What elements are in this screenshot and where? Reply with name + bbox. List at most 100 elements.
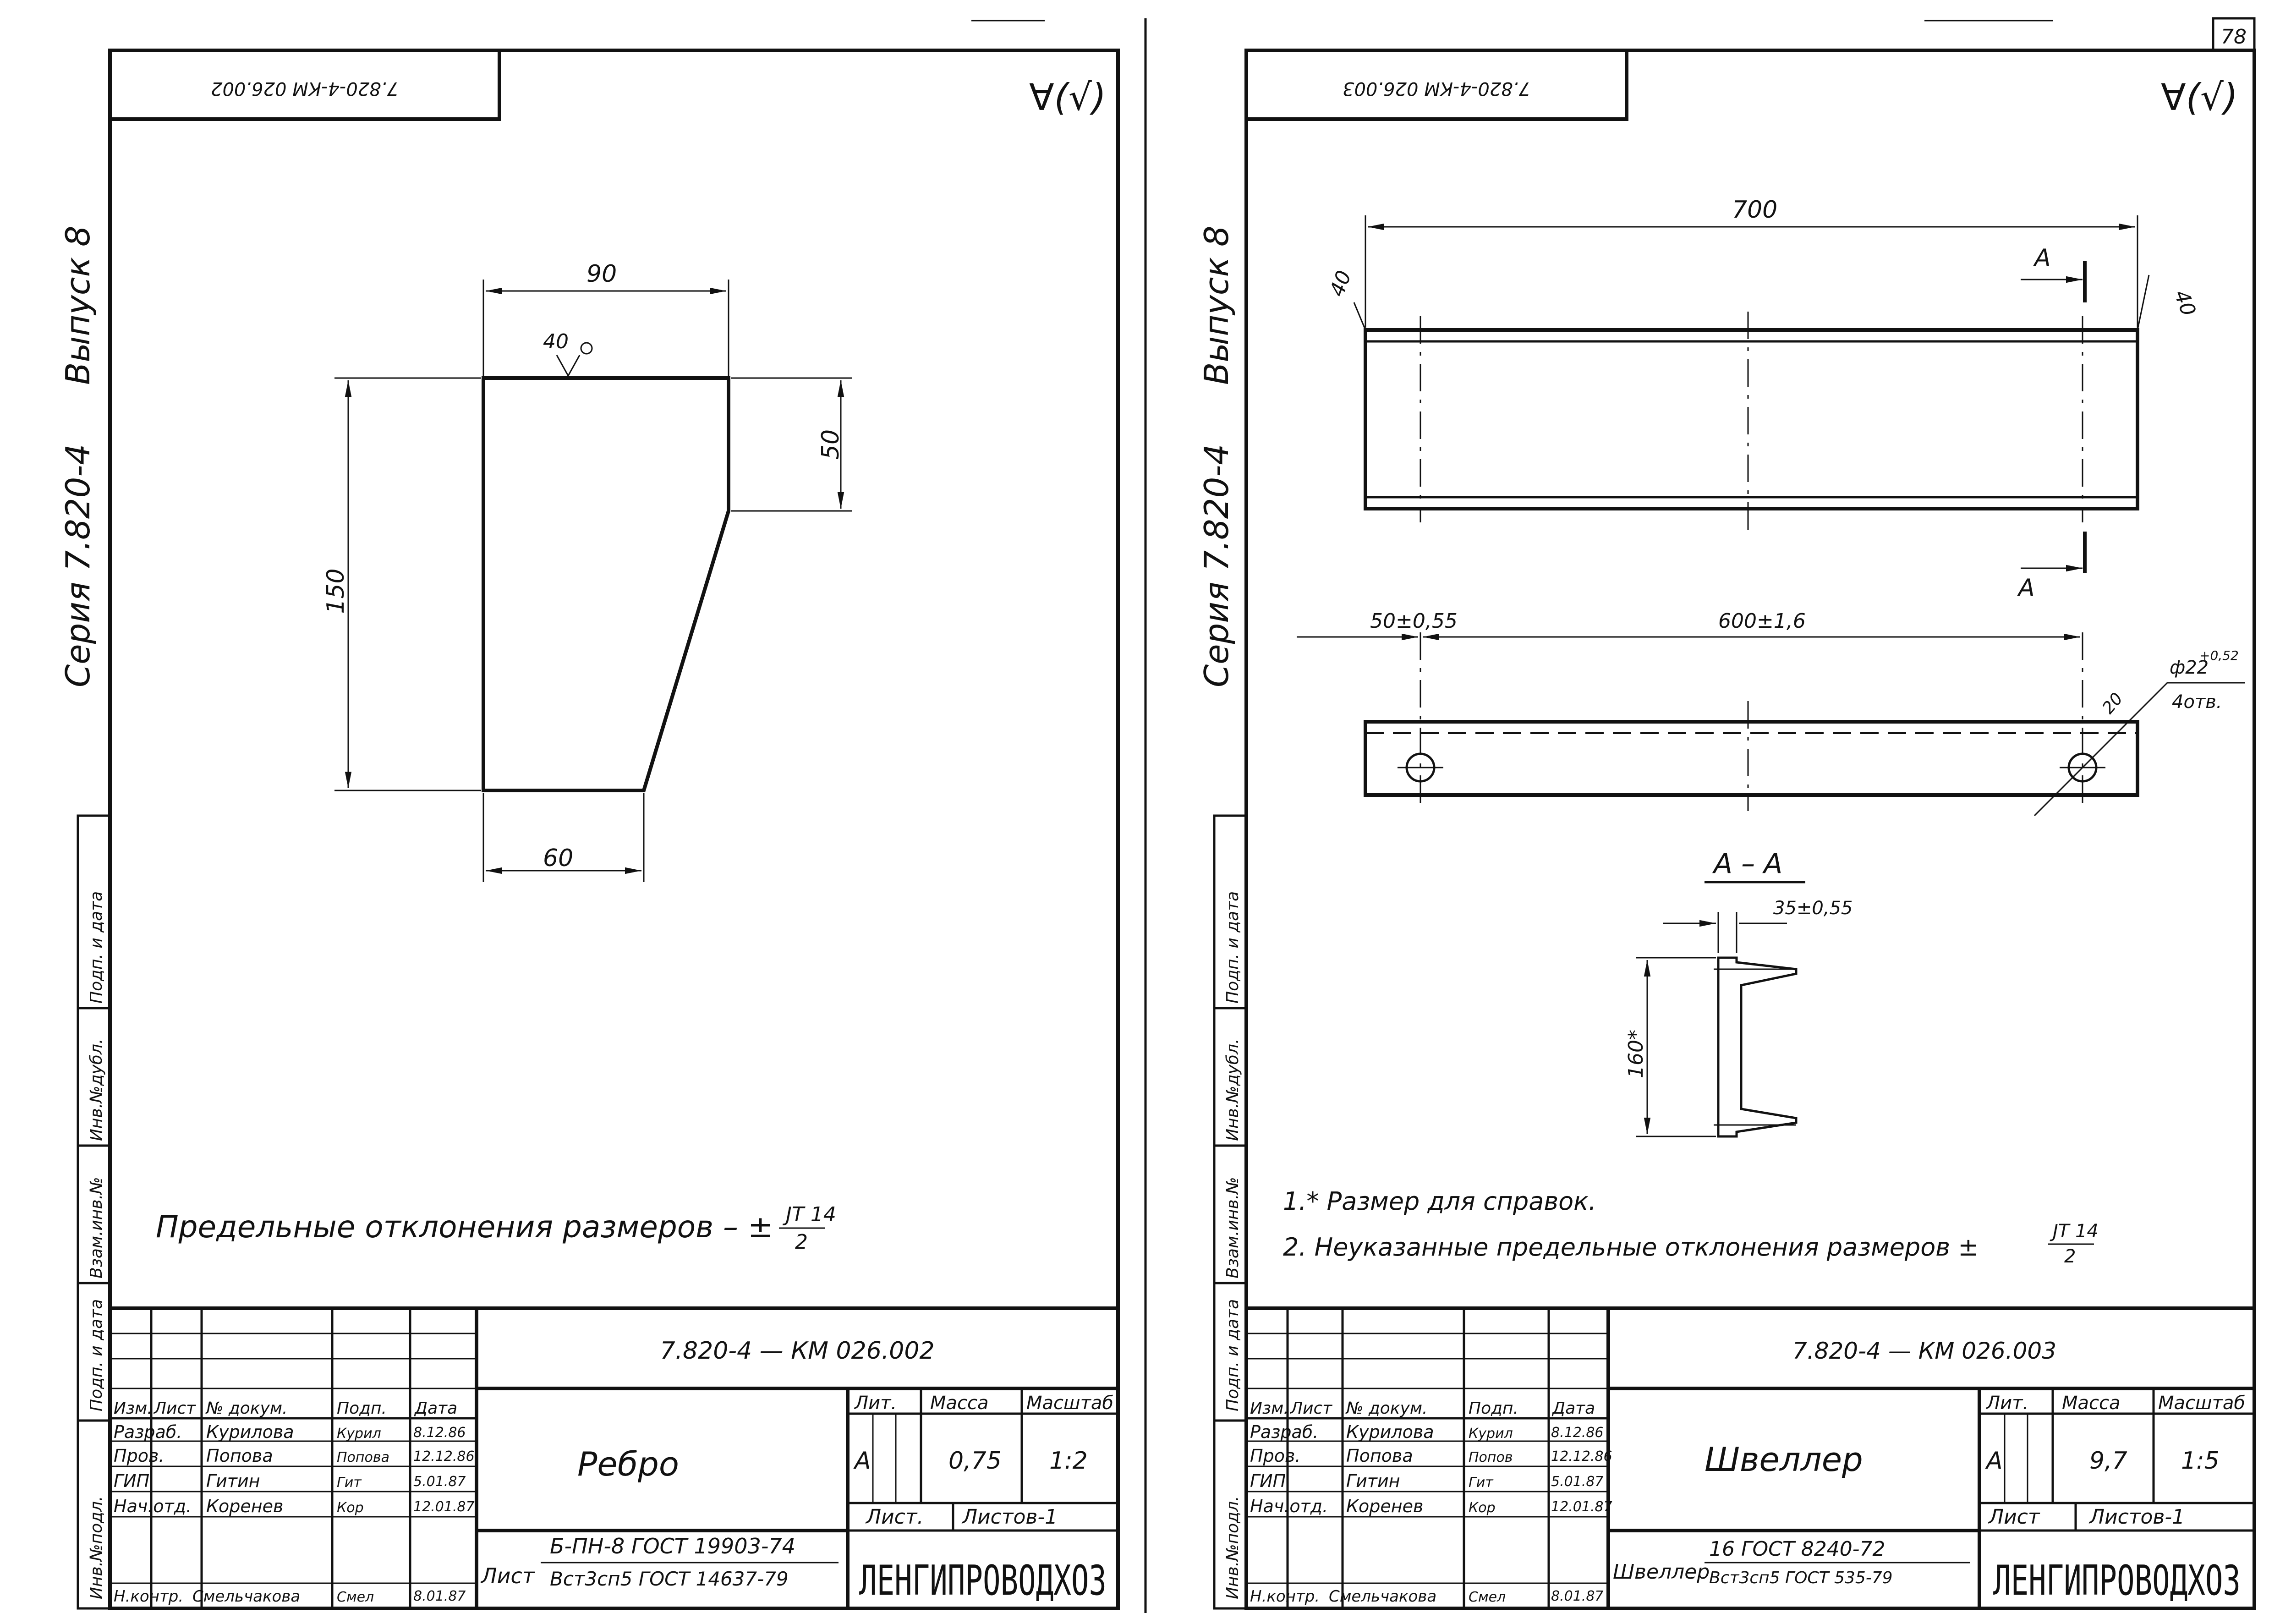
svg-text:12.12.86: 12.12.86: [413, 1448, 475, 1465]
mass-value: 9,7: [2089, 1447, 2127, 1475]
mass-value: 0,75: [948, 1447, 1002, 1475]
scale-header: Масштаб: [2158, 1393, 2245, 1414]
sheet-1-designation: 7.820-4 — КМ 026.002: [660, 1337, 934, 1365]
rib-outline: [482, 376, 730, 792]
section-title: А – А: [1712, 848, 1782, 880]
scale-value: 1:5: [2181, 1447, 2220, 1475]
lit-value: А: [1985, 1447, 2003, 1475]
sheet-2-series-label: Серия 7.820-4: [1197, 444, 1236, 687]
mass-header: Масса: [2062, 1393, 2121, 1414]
svg-text:Курил: Курил: [1469, 1426, 1513, 1442]
sheet-2-issue-label: Выпуск 8: [1197, 225, 1236, 385]
svg-text:ГИП: ГИП: [114, 1471, 149, 1491]
side-stamp-label: Инв.№дубл.: [87, 1039, 106, 1141]
col-header: № докум.: [1345, 1399, 1427, 1418]
signer-row: Нач.отд. Коренев Кор 12.01.87: [114, 1496, 475, 1516]
signer-row: Пров. Попова Попов 12.12.86: [1250, 1446, 1612, 1466]
svg-text:Курилова: Курилова: [1346, 1422, 1434, 1442]
side-stamp-label: Взам.инв.№: [87, 1177, 106, 1278]
svg-text:8.12.86: 8.12.86: [1551, 1425, 1604, 1441]
svg-text:Попова: Попова: [206, 1446, 273, 1466]
sheet-1-series-label: Серия 7.820-4: [59, 444, 97, 687]
sheet-1-roughness-symbol: ∀(√): [1029, 76, 1106, 119]
sheets-count: Листов-1: [961, 1505, 1058, 1529]
dim-length: 700: [1732, 196, 1777, 224]
col-header: Изм.: [1250, 1399, 1289, 1418]
svg-text:12.12.86: 12.12.86: [1551, 1448, 1612, 1465]
sheet-2-side-stamp: Инв.№подл. Подп. и дата Взам.инв.№ Инв.№…: [1213, 814, 1248, 1610]
sheet-label: Лист.: [865, 1505, 924, 1529]
sheet-1-tolerance-note: Предельные отклонения размеров – ±: [156, 1209, 773, 1245]
svg-text:Попова: Попова: [337, 1449, 389, 1465]
col-header: Дата: [1551, 1399, 1595, 1418]
col-header: Лист: [1289, 1399, 1332, 1418]
section-mark-top: А: [2033, 244, 2051, 272]
section-a-a: А – А 35±0,55 160*: [1624, 848, 1853, 1138]
sheets-count: Листов-1: [2088, 1505, 2185, 1529]
svg-text:Гитин: Гитин: [206, 1471, 260, 1491]
sheet-1-issue-label: Выпуск 8: [59, 225, 97, 385]
material-line-1: 16 ГОСТ 8240-72: [1709, 1537, 1885, 1561]
col-header: Подп.: [1469, 1399, 1518, 1418]
signer-row: Нач.отд. Коренев Кор 12.01.87: [1250, 1496, 1612, 1516]
dim-hole-dia: ф22: [2170, 657, 2209, 678]
lit-header: Лит.: [854, 1393, 897, 1414]
svg-text:12.01.87: 12.01.87: [1551, 1499, 1612, 1515]
svg-text:5.01.87: 5.01.87: [413, 1474, 466, 1490]
dim-roughness: 40: [543, 330, 569, 353]
svg-text:Нач.отд.: Нач.отд.: [114, 1496, 192, 1516]
dim-edge: 50±0,55: [1370, 609, 1458, 633]
sheet-1-note-frac-den: 2: [795, 1230, 808, 1254]
dim-hole-tol: +0,52: [2199, 648, 2239, 663]
sheet-2-frame: [1244, 49, 2256, 1610]
signer-row: Разраб. Курилова Курил 8.12.86: [1250, 1422, 1604, 1442]
col-header: Дата: [414, 1399, 457, 1418]
side-stamp-label: Инв.№дубл.: [1223, 1039, 1242, 1141]
sheet-2-org-name: ЛЕНГИПРОВОДХОЗ: [1993, 1557, 2241, 1605]
svg-text:8.01.87: 8.01.87: [1551, 1588, 1604, 1604]
sheet-2-title-block: Изм. Лист № докум. Подп. Дата Разраб. Ку…: [1246, 1306, 2254, 1608]
svg-text:ГИП: ГИП: [1250, 1471, 1286, 1491]
mass-header: Масса: [930, 1393, 989, 1414]
sheet-2-corner-box: [1244, 49, 1628, 121]
sheet-1-org-name: ЛЕНГИПРОВОДХОЗ: [859, 1557, 1107, 1605]
svg-text:Пров.: Пров.: [1250, 1446, 1300, 1466]
dim-top: 90: [586, 260, 617, 288]
sheet-1-corner-box: [108, 49, 501, 121]
dim-web: 160*: [1624, 1030, 1648, 1078]
sheet-1-side-stamp: Инв.№подл. Подп. и дата Взам.инв.№ Инв.№…: [77, 814, 111, 1610]
side-stamp-label: Подп. и дата: [1223, 1299, 1242, 1411]
col-header: Изм.: [114, 1399, 153, 1418]
signer-row: ГИП Гитин Гит 5.01.87: [1250, 1471, 1604, 1491]
sheet-1-note-frac-num: JT 14: [782, 1203, 836, 1226]
svg-text:Кор: Кор: [1469, 1500, 1496, 1516]
signer-row: Н.контр. Смельчакова Смел 8.01.87: [114, 1587, 466, 1606]
dim-hole-count: 4отв.: [2172, 691, 2222, 713]
svg-text:Коренев: Коренев: [1346, 1496, 1423, 1516]
svg-text:Н.контр.: Н.контр.: [1250, 1587, 1320, 1606]
side-stamp-label: Инв.№подл.: [1223, 1496, 1242, 1599]
svg-text:Нач.отд.: Нач.отд.: [1250, 1496, 1328, 1516]
dim-right: 50: [817, 429, 844, 460]
signer-row: Разраб. Курилова Курил 8.12.86: [114, 1422, 466, 1442]
signer-row: Н.контр. Смельчакова Смел 8.01.87: [1250, 1587, 1604, 1606]
svg-text:Разраб.: Разраб.: [1250, 1422, 1318, 1442]
signer-row: ГИП Гитин Гит 5.01.87: [114, 1471, 466, 1491]
svg-text:Смельчакова: Смельчакова: [1329, 1587, 1436, 1606]
svg-text:Н.контр.: Н.контр.: [114, 1587, 183, 1606]
svg-text:5.01.87: 5.01.87: [1551, 1474, 1604, 1490]
material-prefix: Швеллер: [1613, 1560, 1710, 1584]
svg-text:12.01.87: 12.01.87: [413, 1499, 475, 1515]
svg-text:8.01.87: 8.01.87: [413, 1588, 466, 1604]
channel-section-profile: [1717, 956, 1798, 1138]
sheet-2-note-1: 1.* Размер для справок.: [1283, 1187, 1596, 1216]
sheet-2-note-frac-den: 2: [2064, 1246, 2076, 1267]
sheet-2-designation: 7.820-4 — КМ 026.003: [1792, 1338, 2056, 1364]
sheet-1: 7.820-4-КМ 026.002 ∀(√) Серия 7.820-4 Вы…: [59, 49, 1120, 1610]
sheet-1-corner-code: 7.820-4-КМ 026.002: [211, 78, 399, 99]
svg-text:Гит: Гит: [337, 1475, 362, 1491]
svg-text:Гитин: Гитин: [1346, 1471, 1400, 1491]
dim-flange: 35±0,55: [1773, 898, 1853, 919]
side-stamp-label: Подп. и дата: [1223, 891, 1242, 1004]
